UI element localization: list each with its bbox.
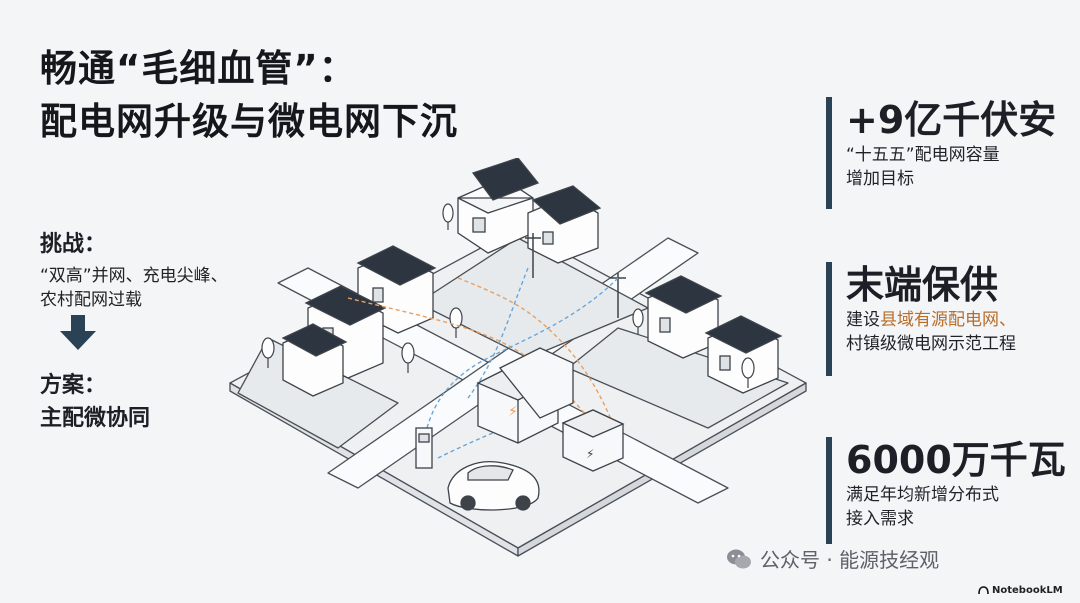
svg-text:⚡: ⚡ (508, 404, 518, 420)
svg-text:⚡: ⚡ (586, 447, 594, 461)
solution-text: 主配微协同 (40, 406, 151, 431)
watermark: 公众号 · 能源技经观 (726, 544, 939, 573)
ev-charger-icon (415, 427, 433, 469)
electric-car-icon (447, 461, 540, 511)
stat-distributed-line2: 接入需求 (846, 509, 914, 529)
challenge-text-line2: 农村配网过载 (40, 290, 142, 310)
stat-supply: 末端保供 建设县域有源配电网、 村镇级微电网示范工程 (826, 262, 1016, 376)
arrow-down-icon (60, 315, 96, 350)
stat-supply-highlight2: 村镇级微电网示范工程 (846, 334, 1016, 354)
house-icon (644, 275, 783, 394)
stat-supply-line1: 建设县域有源配电网、 (846, 308, 1016, 332)
stat-supply-prefix: 建设 (846, 310, 880, 330)
stat-supply-headline: 末端保供 (846, 263, 999, 307)
challenge-label: 挑战： (40, 232, 107, 257)
stat-capacity-headline: +9亿千伏安 (846, 98, 1057, 142)
brand-text: NotebookLM (992, 585, 1063, 596)
wechat-icon (727, 549, 751, 568)
grid-illustration: ⚡ ⚡ (229, 158, 807, 557)
transformer-icon: ⚡ (561, 409, 625, 472)
solution-label: 方案： (40, 373, 107, 398)
page-title-line2: 配电网升级与微电网下沉 (40, 100, 458, 143)
brand-badge: NotebookLM (978, 585, 1063, 596)
stat-capacity: +9亿千伏安 “十五五”配电网容量 增加目标 (826, 97, 1056, 209)
house-icon (457, 158, 602, 264)
challenge-text-line1: “双高”并网、充电尖峰、 (40, 266, 228, 286)
stat-distributed-line1: 满足年均新增分布式 (846, 485, 999, 505)
watermark-text: 公众号 · 能源技经观 (760, 548, 940, 572)
battery-storage-icon: ⚡ (476, 347, 574, 444)
stat-capacity-line2: 增加目标 (846, 169, 914, 189)
stat-capacity-line1: “十五五”配电网容量 (846, 145, 1000, 165)
house-icon (281, 245, 437, 397)
stat-distributed-headline: 6000万千瓦 (846, 438, 1066, 482)
stat-distributed: 6000万千瓦 满足年均新增分布式 接入需求 (826, 437, 1066, 544)
stat-supply-highlight1: 县域有源配电网、 (880, 310, 1016, 330)
page-title-line1: 畅通“毛细血管”： (40, 47, 357, 90)
notebooklm-icon (978, 586, 989, 595)
